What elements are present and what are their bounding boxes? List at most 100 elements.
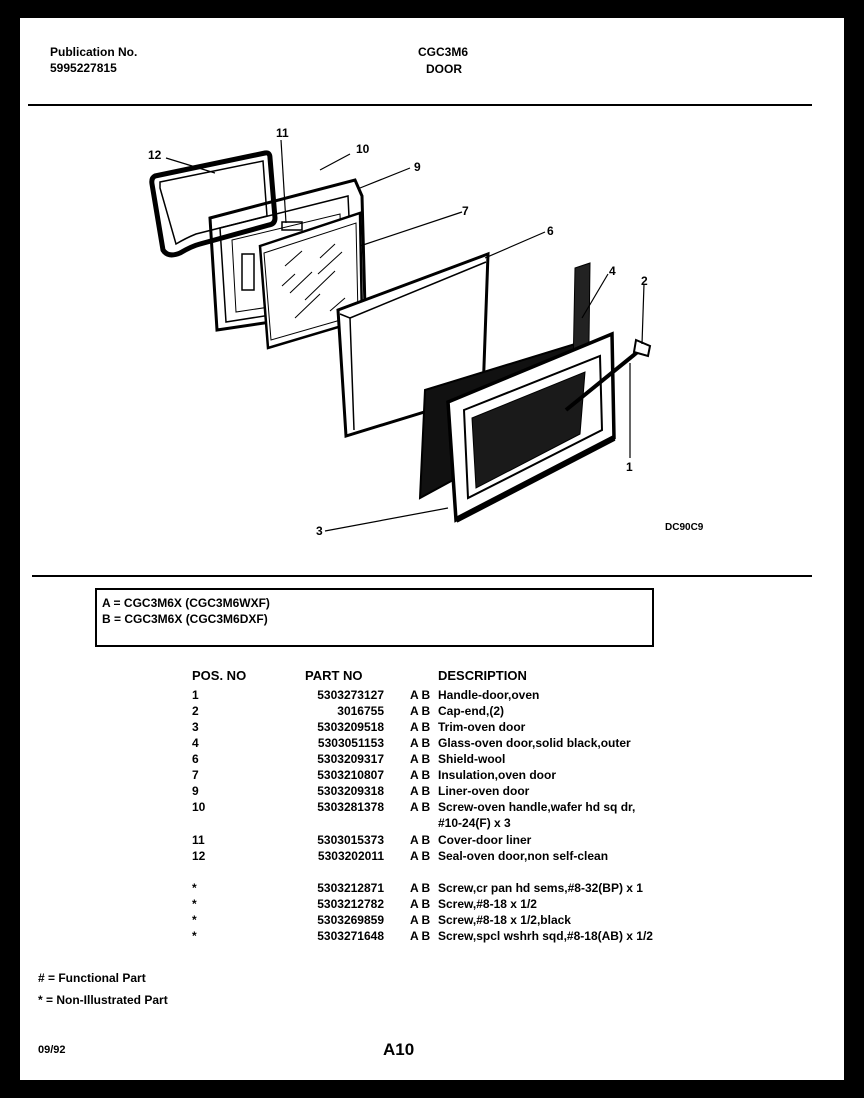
row-description: Screw-oven handle,wafer hd sq dr, [438,800,636,814]
table-row: * 5303212782 A B Screw,#8-18 x 1/2 [190,897,690,913]
row-models: A B [410,833,431,847]
table-row: * 5303212871 A B Screw,cr pan hd sems,#8-32… [190,881,690,897]
diagram-divider [32,575,812,577]
row-description: Insulation,oven door [438,768,557,782]
callout-6: 6 [547,224,554,238]
row-description: Trim-oven door [438,720,526,734]
legend-a: A = CGC3M6X (CGC3M6WXF) [102,596,270,610]
row-part-number: 5303212782 [317,897,384,911]
row-pos: 11 [192,833,205,847]
functional-note: # = Functional Part [38,971,146,985]
table-row: 11 5303015373 A B Cover-door liner [190,833,690,849]
row-models: A B [410,688,431,702]
table-row: 2 3016755 A B Cap-end,(2) [190,704,690,720]
row-models: A B [410,752,431,766]
row-models: A B [410,704,431,718]
footer-date: 09/92 [38,1044,66,1056]
row-models: A B [410,929,431,943]
row-part-number: 5303281378 [317,800,384,814]
callout-1: 1 [626,460,633,474]
row-description: Screw,#8-18 x 1/2,black [438,913,571,927]
row-part-number: 5303209317 [317,752,384,766]
table-row: 6 5303209317 A B Shield-wool [190,752,690,768]
row-part-number: 5303051153 [317,736,384,750]
row-pos: * [192,897,197,911]
row-pos: * [192,913,197,927]
callout-11: 11 [276,126,289,140]
row-part-number: 5303273127 [317,688,384,702]
diagram-code: DC90C9 [665,522,704,533]
section-title: DOOR [426,62,462,76]
table-row: 3 5303209518 A B Trim-oven door [190,720,690,736]
row-models: A B [410,784,431,798]
callout-7: 7 [462,204,469,218]
callout-10: 10 [356,142,370,156]
callout-4: 4 [609,264,616,278]
publication-label: Publication No. [50,45,138,59]
row-description: Cover-door liner [438,833,532,847]
row-description: Screw,#8-18 x 1/2 [438,897,537,911]
row-models: A B [410,768,431,782]
row-models: A B [410,913,431,927]
callout-2: 2 [641,274,648,288]
row-models: A B [410,800,431,814]
row-description: Screw,cr pan hd sems,#8-32(BP) x 1 [438,881,643,895]
table-row: 1 5303273127 A B Handle-door,oven [190,688,690,704]
callout-3: 3 [316,524,323,538]
table-header: POS. NO PART NO DESCRIPTION [190,668,690,684]
non-illustrated-note: * = Non-Illustrated Part [38,993,168,1007]
row-part-number: 5303209518 [317,720,384,734]
row-models: A B [410,897,431,911]
callout-9: 9 [414,160,421,174]
row-description: Cap-end,(2) [438,704,504,718]
handle-part [564,338,652,412]
row-description: Glass-oven door,solid black,outer [438,736,631,750]
legend-b: B = CGC3M6X (CGC3M6DXF) [102,612,268,626]
row-pos: 3 [192,720,199,734]
row-models: A B [410,720,431,734]
row-part-number: 5303210807 [317,768,384,782]
row-part-number: 3016755 [337,704,384,718]
row-pos: 12 [192,849,206,863]
parts-sheet: Publication No. 5995227815 CGC3M6 DOOR [20,18,844,1080]
row-models: A B [410,736,431,750]
header-desc: DESCRIPTION [438,668,527,683]
page-number: A10 [383,1040,415,1059]
row-pos: * [192,929,197,943]
row-part-number: 5303212871 [317,881,384,895]
table-row: * 5303269859 A B Screw,#8-18 x 1/2,black [190,913,690,929]
row-part-number: 5303269859 [317,913,384,927]
row-description: Liner-oven door [438,784,530,798]
row-models: A B [410,849,431,863]
seal-gasket-part [149,150,278,258]
row-description: Handle-door,oven [438,688,540,702]
row-pos: 4 [192,736,199,750]
row-part-number: 5303202011 [317,849,384,863]
row-description-continued: #10-24(F) x 3 [438,816,511,830]
model-title: CGC3M6 [418,45,469,59]
table-row: 4 5303051153 A B Glass-oven door,solid blac… [190,736,690,752]
publication-number: 5995227815 [50,61,117,75]
row-description: Seal-oven door,non self-clean [438,849,609,863]
row-pos: 10 [192,800,206,814]
row-description: Shield-wool [438,752,506,766]
row-models: A B [410,881,431,895]
table-row: 10 5303281378 A B Screw-oven handle,wafer h… [190,800,690,830]
header-part: PART NO [305,668,363,683]
table-row: 7 5303210807 A B Insulation,oven door [190,768,690,784]
row-pos: 2 [192,704,199,718]
row-pos: 6 [192,752,199,766]
row-pos: 7 [192,768,199,782]
callout-12: 12 [148,148,162,162]
table-row: 12 5303202011 A B Seal-oven door,non self-c… [190,849,690,865]
header-divider [28,104,812,106]
row-description: Screw,spcl wshrh sqd,#8-18(AB) x 1/2 [438,929,653,943]
row-pos: 1 [192,688,199,702]
row-pos: * [192,881,197,895]
header-pos: POS. NO [192,668,247,683]
exploded-door-diagram [149,139,652,532]
row-part-number: 5303015373 [317,833,384,847]
